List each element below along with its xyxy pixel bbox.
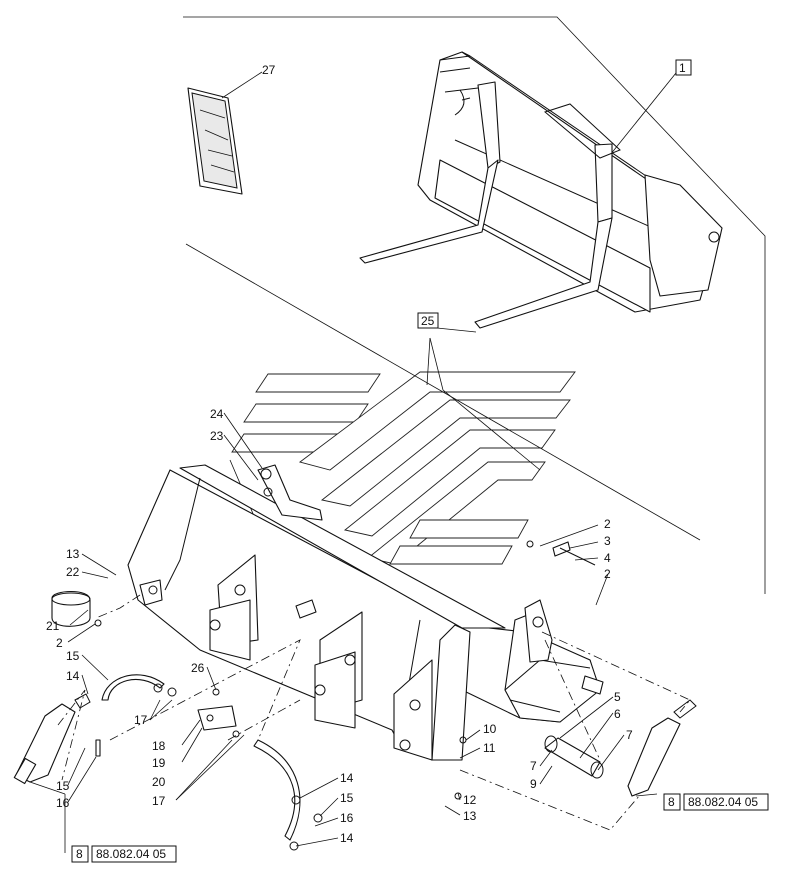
ref-left-index: 8 [76,847,83,861]
callout-18: 18 [152,739,166,753]
callout-20: 20 [152,775,166,789]
callout-21: 21 [46,619,60,633]
callout-7-left: 7 [530,759,537,773]
callout-box-1 [675,59,692,76]
callout-4: 4 [604,551,611,565]
callout-2-left: 2 [56,636,63,650]
callout-14-bottom: 14 [340,831,354,845]
callout-24: 24 [210,407,224,421]
callout-16-right: 16 [340,811,354,825]
callout-25: 25 [421,314,435,328]
callout-17-lower: 17 [152,794,166,808]
reference-lines [183,16,766,601]
ref-right-index: 8 [668,795,675,809]
ref-right-code: 88.082.04 05 [688,795,758,809]
ref-right-code-box [683,793,769,811]
ref-left-code: 88.082.04 05 [96,847,166,861]
callout-13: 13 [66,547,80,561]
callout-14-left: 14 [66,669,80,683]
callout-15-right: 15 [340,791,354,805]
callout-box-25 [417,312,439,329]
callout-6: 6 [614,707,621,721]
assembly-paths [57,594,691,831]
callout-17-upper: 17 [134,713,148,727]
operator-manual [187,71,263,195]
leader-lines [29,412,658,853]
callout-1: 1 [679,61,686,75]
pallet-fork-frame [359,51,723,329]
callout-7-right: 7 [626,728,633,742]
callout-5: 5 [614,690,621,704]
callout-27: 27 [262,63,276,77]
callout-12: 12 [463,793,477,807]
callout-15-top: 15 [66,649,80,663]
callout-14-mid: 14 [340,771,354,785]
callout-19: 19 [152,756,166,770]
callout-26: 26 [191,661,205,675]
callout-3: 3 [604,534,611,548]
callout-13-right: 13 [463,809,477,823]
callout-10: 10 [483,722,497,736]
callout-labels: 1 27 25 24 23 13 22 21 2 15 14 15 16 17 … [46,59,769,863]
callout-23: 23 [210,429,224,443]
callout-15-left: 15 [56,779,70,793]
callout-9: 9 [530,777,537,791]
callout-2-right: 2 [604,567,611,581]
callout-11: 11 [483,741,496,755]
bucket [127,464,604,761]
callout-16-left: 16 [56,796,70,810]
ref-right-index-box [663,793,681,811]
watermark-logo [231,371,576,565]
ref-left-index-box [71,845,89,863]
callout-22: 22 [66,565,80,579]
callout-2-top-right: 2 [604,517,611,531]
ref-left-code-box [91,845,177,863]
